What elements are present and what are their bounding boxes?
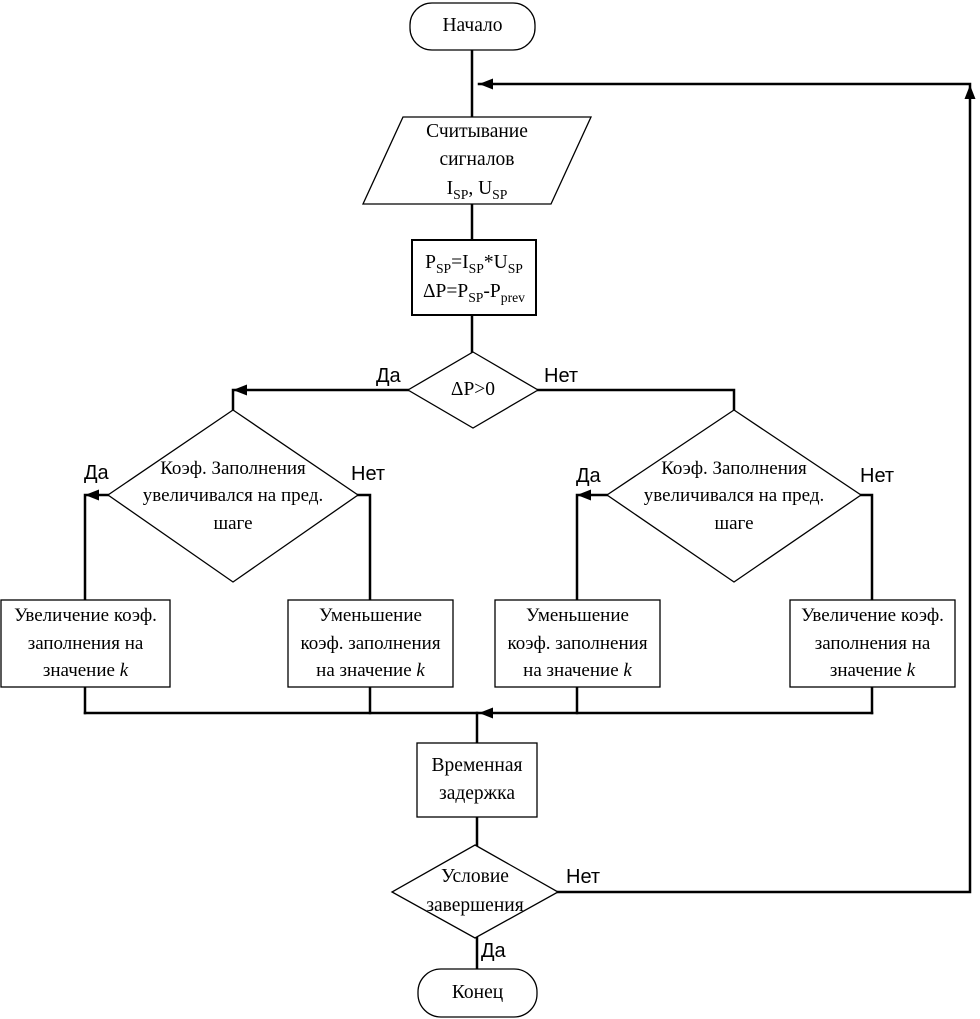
edge-left-duty-no [356,493,372,602]
shape-increase-far-left [0,599,171,688]
shape-end-condition-diamond [390,844,560,939]
shape-right-duty-diamond [605,409,863,583]
shape-start-terminator [409,2,536,51]
edge-left-duty-yes [83,493,110,602]
edge-endcheck-no-feedback [477,82,972,894]
arrowhead-right-duty-yes [577,489,591,501]
arrowhead-left-duty-yes [85,489,99,501]
edge-right-duty-yes [575,493,609,602]
shape-decrease-mid-left [287,599,454,688]
arrowhead-delta-yes [233,384,247,396]
shape-end-terminator [417,968,538,1018]
shape-left-duty-diamond [106,409,360,583]
edge-delta-no [536,388,736,412]
arrowhead-feedback-up [964,85,976,99]
edge-delta-yes [231,388,410,412]
arrowhead-merge-top [479,78,493,90]
shape-delay-process [416,742,538,818]
shape-calc-process [411,239,537,316]
shape-delta-decision-diamond [406,351,540,429]
shape-decrease-mid-right [494,599,661,688]
edge-right-duty-no [859,493,874,602]
shape-read-parallelogram [361,116,593,205]
shape-increase-far-right [789,599,956,688]
arrowhead-bus-merge [479,707,493,719]
